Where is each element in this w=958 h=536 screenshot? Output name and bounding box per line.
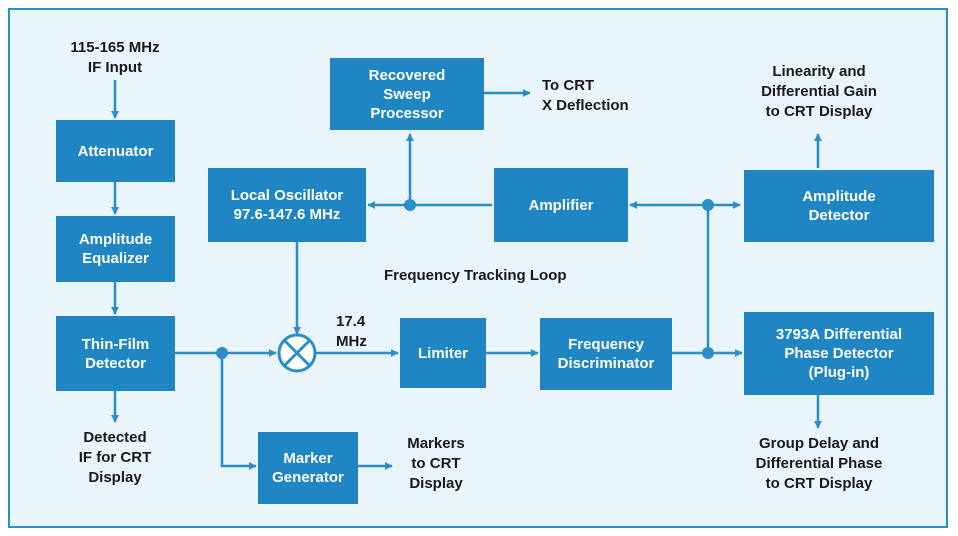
junction-dot-icon xyxy=(404,199,416,211)
amplitude-equalizer-block: Amplitude Equalizer xyxy=(56,216,175,282)
amplitude-detector-block: Amplitude Detector xyxy=(744,170,934,242)
junction-dot-icon xyxy=(702,347,714,359)
frequency-tracking-loop-label: Frequency Tracking Loop xyxy=(384,267,567,284)
markers-to-crt-label: Markers to CRT Display xyxy=(407,435,465,492)
local-oscillator-block: Local Oscillator 97.6-147.6 MHz xyxy=(208,168,366,242)
limiter-block: Limiter xyxy=(400,318,486,388)
if-input-label: 115-165 MHz IF Input xyxy=(70,39,160,76)
wire-junction-to-marker-generator xyxy=(220,353,257,470)
group-delay-differential-phase-label: Group Delay and Differential Phase to CR… xyxy=(755,435,883,492)
differential-phase-detector-block: 3793A Differential Phase Detector (Plug-… xyxy=(744,312,934,395)
linearity-differential-gain-label: Linearity and Differential Gain to CRT D… xyxy=(761,63,877,120)
junction-dot-icon xyxy=(216,347,228,359)
recovered-sweep-processor-block: Recovered Sweep Processor xyxy=(330,58,484,130)
to-crt-x-deflection-label: To CRT X Deflection xyxy=(542,77,629,114)
detected-if-label: Detected IF for CRT Display xyxy=(78,429,152,486)
mixer-icon xyxy=(277,333,317,373)
frequency-discriminator-block: Frequency Discriminator xyxy=(540,318,672,390)
junction-dot-icon xyxy=(702,199,714,211)
amplifier-block: Amplifier xyxy=(494,168,628,242)
thin-film-detector-block: Thin-Film Detector xyxy=(56,316,175,391)
attenuator-block: Attenuator xyxy=(56,120,175,182)
marker-generator-block: Marker Generator xyxy=(258,432,358,504)
if-frequency-label: 17.4 MHz xyxy=(336,313,367,350)
